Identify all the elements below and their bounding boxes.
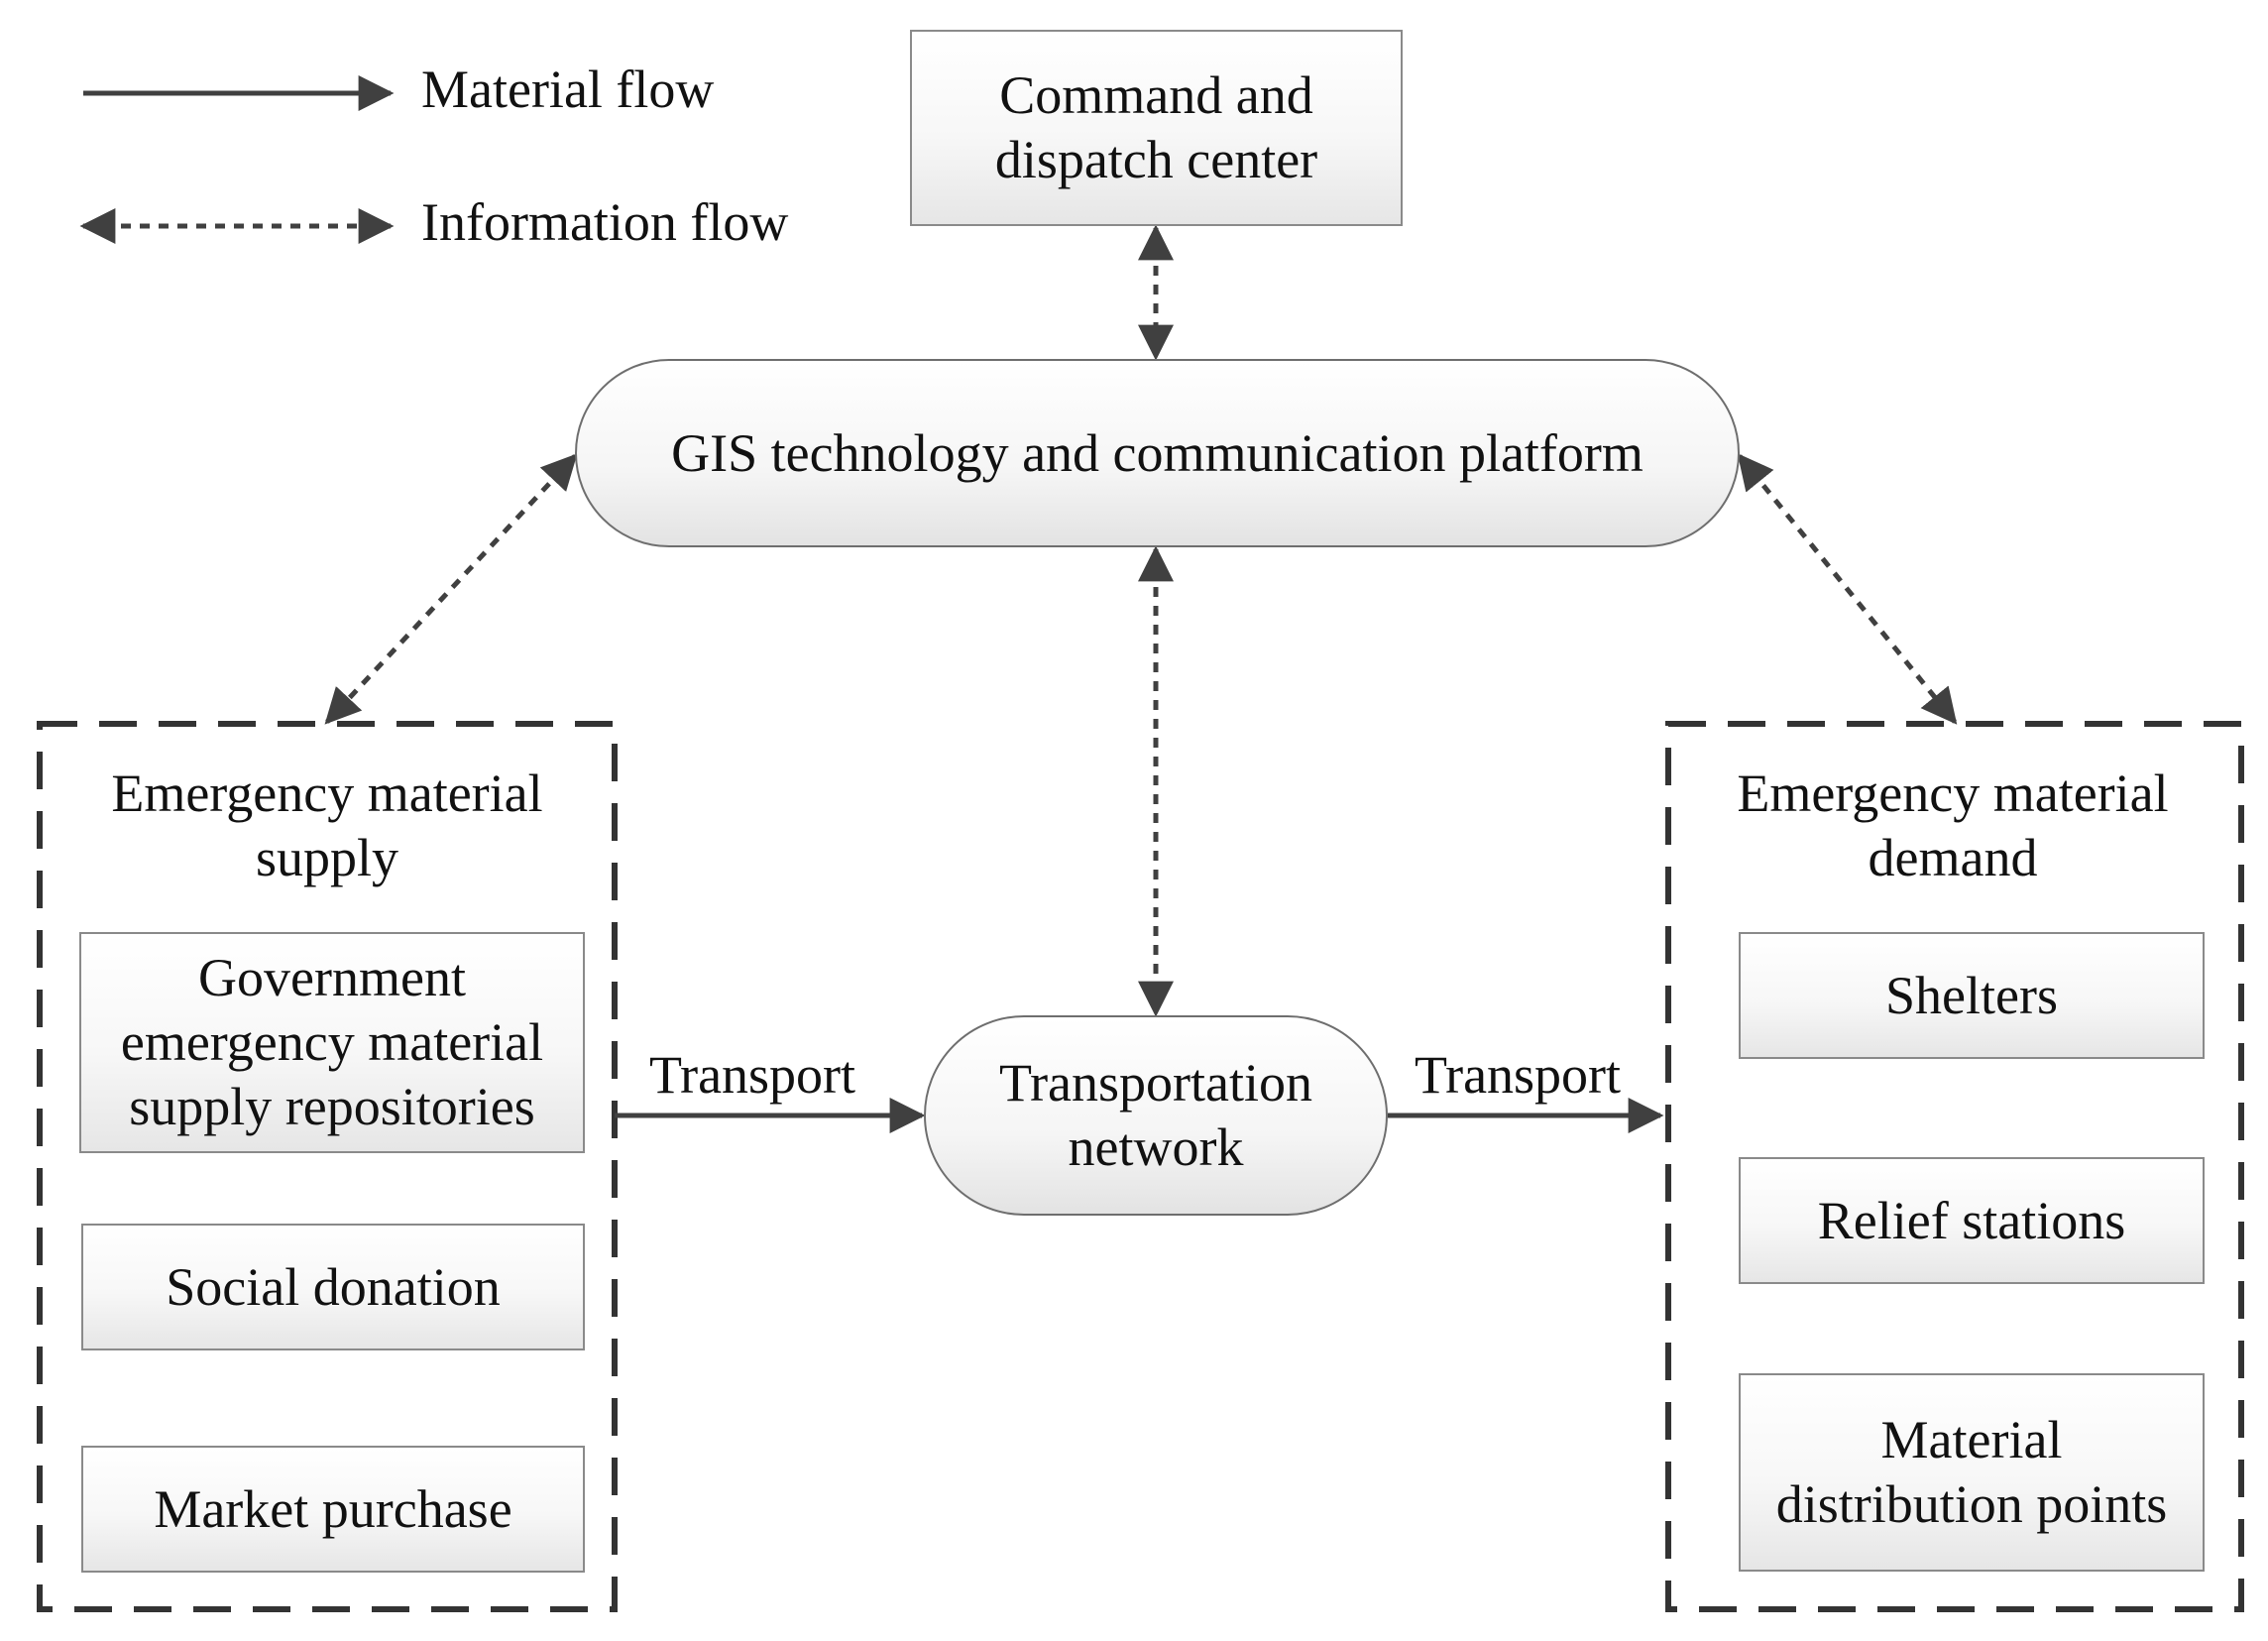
transportation-network-node: Transportation network — [924, 1015, 1388, 1216]
supply-item-label: Social donation — [166, 1256, 501, 1317]
demand-item-shelters: Shelters — [1739, 932, 2205, 1059]
supply-group-title: Emergency material supply — [111, 763, 543, 887]
command-center-box: Command and dispatch center — [910, 30, 1403, 226]
gis-platform-label: GIS technology and communication platfor… — [671, 422, 1644, 483]
gis-platform-node: GIS technology and communication platfor… — [575, 359, 1740, 547]
legend-information-flow-label: Information flow — [421, 192, 789, 252]
supply-item-label: Market purchase — [154, 1478, 512, 1539]
info-flow-gis-demand — [1737, 453, 1958, 725]
supply-item-label: Government emergency material supply rep… — [120, 948, 544, 1136]
demand-item-label: Shelters — [1885, 965, 2058, 1025]
demand-item-label: Relief stations — [1817, 1190, 2126, 1250]
transportation-network-label: Transportation network — [998, 1053, 1312, 1177]
info-flow-gis-supply — [324, 453, 578, 725]
supply-item-government: Government emergency material supply rep… — [79, 932, 585, 1153]
command-center-label: Command and dispatch center — [994, 65, 1318, 189]
supply-item-market-purchase: Market purchase — [81, 1446, 585, 1573]
demand-group-title: Emergency material demand — [1737, 763, 2169, 887]
transport-label-right: Transport — [1415, 1045, 1622, 1105]
legend-material-flow-label: Material flow — [421, 59, 715, 119]
demand-item-distribution-points: Material distribution points — [1739, 1373, 2205, 1572]
supply-group-frame — [37, 721, 618, 1612]
transport-label-left: Transport — [649, 1045, 856, 1105]
demand-group-frame — [1665, 721, 2244, 1612]
supply-item-social-donation: Social donation — [81, 1224, 585, 1350]
demand-item-relief-stations: Relief stations — [1739, 1157, 2205, 1284]
demand-item-label: Material distribution points — [1775, 1410, 2168, 1534]
